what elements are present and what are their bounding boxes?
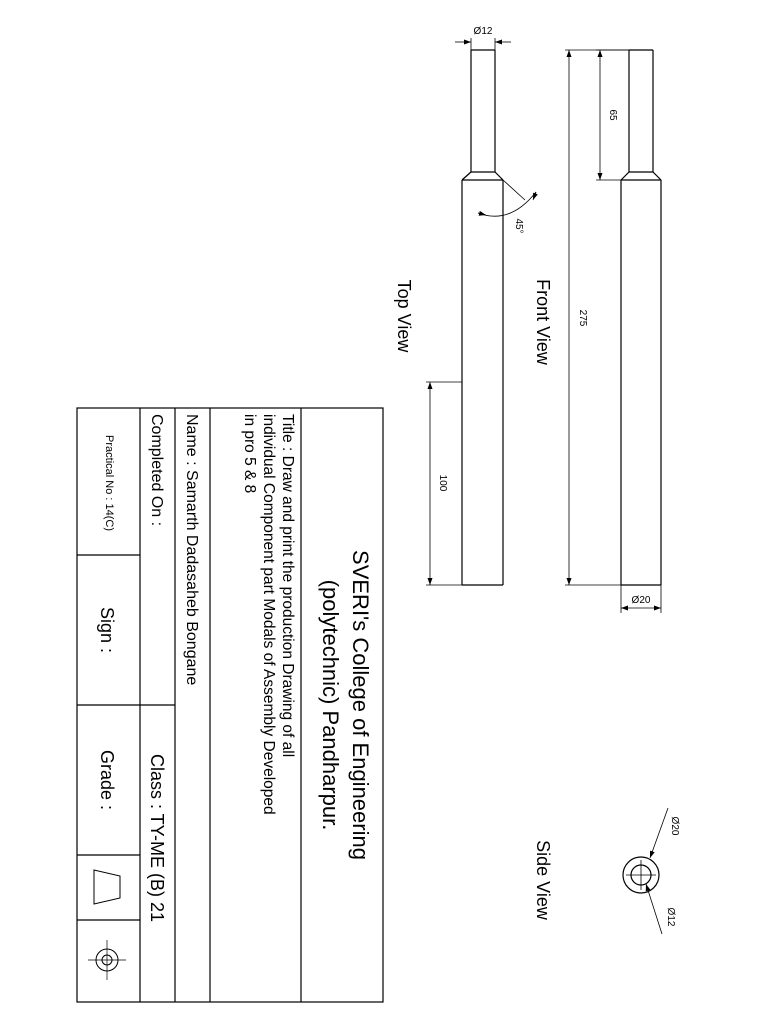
sign-label: Sign : xyxy=(97,607,117,653)
side-view-label: Side View xyxy=(533,840,553,921)
side-dia20-text: Ø20 xyxy=(669,817,680,836)
college-name-line2: (polytechnic) Pandharpur. xyxy=(318,580,343,831)
practical-no: Practical No : 14(C) xyxy=(103,435,115,531)
dim-dia20-text: Ø20 xyxy=(632,595,651,606)
top-view-label: Top View xyxy=(394,280,414,354)
side-dia12-text: Ø12 xyxy=(665,908,676,927)
dim-65-text: 65 xyxy=(607,109,618,121)
side-view-leaders xyxy=(645,807,669,935)
front-view-label: Front View xyxy=(533,279,553,366)
dim-100-top xyxy=(426,381,462,586)
dim-275-text: 275 xyxy=(577,310,588,327)
dim-angle-text: 45° xyxy=(513,218,524,233)
dim-dia12-top-text: Ø12 xyxy=(474,26,493,37)
front-view-shaft xyxy=(620,49,662,586)
dim-dia12-top xyxy=(455,38,511,50)
drawing-title-line1: Title : Draw and print the production Dr… xyxy=(279,414,296,757)
completed-on: Completed On : xyxy=(148,414,165,526)
dim-100-text: 100 xyxy=(437,475,448,492)
dim-dia20-front xyxy=(620,585,662,613)
dim-chamfer-angle xyxy=(477,179,538,217)
title-block xyxy=(76,407,384,1003)
dim-275-front xyxy=(565,49,629,586)
grade-label: Grade : xyxy=(97,750,117,810)
college-name-line1: SVERI's College of Engineering xyxy=(348,550,373,860)
class-info: Class : TY-ME (B) 21 xyxy=(147,754,167,922)
student-name: Name : Samarth Dadasaheb Bongane xyxy=(183,414,200,685)
top-view-shaft xyxy=(461,49,504,586)
projection-symbol xyxy=(88,869,126,980)
drawing-title-line2: individual Component part Modals of Asse… xyxy=(260,414,277,815)
side-view xyxy=(622,856,660,894)
drawing-title-line3: in pro 5 & 8 xyxy=(241,414,258,493)
